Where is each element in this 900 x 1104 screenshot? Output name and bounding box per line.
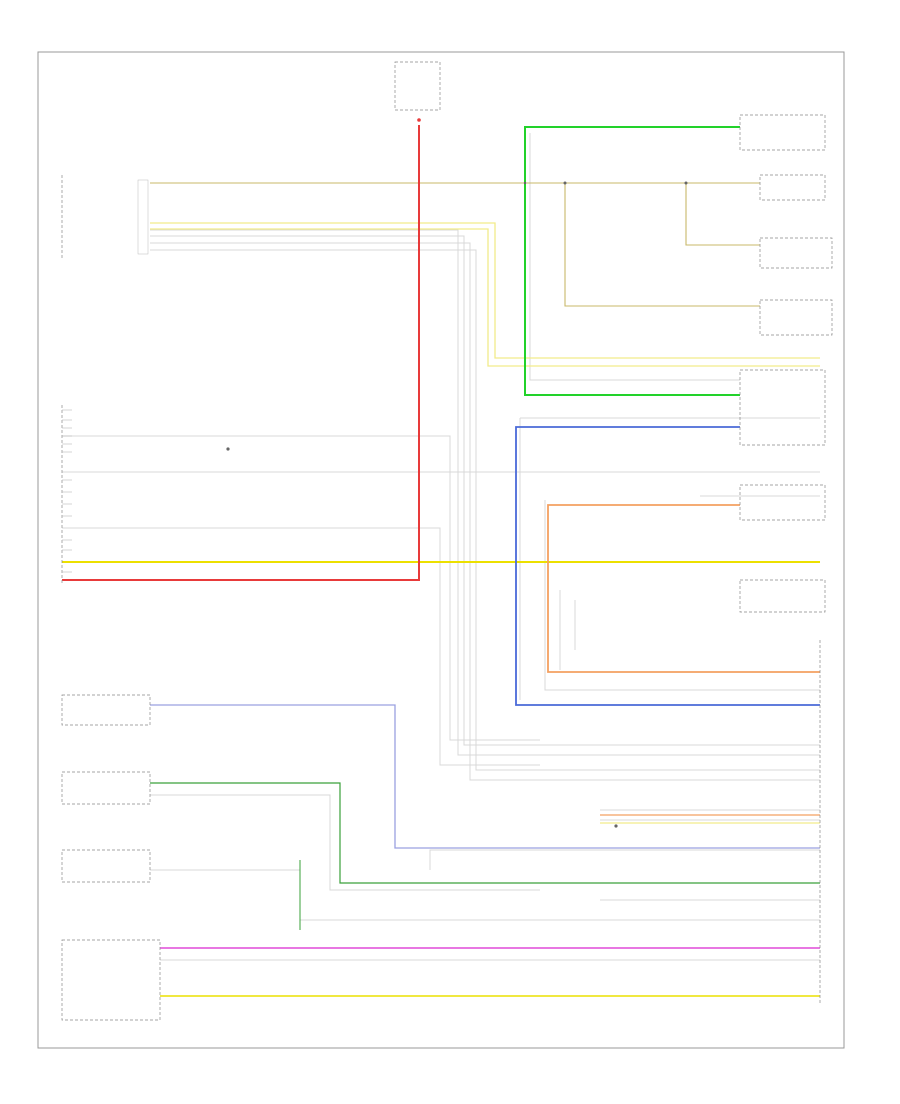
pin-ticks [62, 409, 72, 573]
right-module-1 [739, 114, 826, 151]
hvac-module [61, 694, 151, 726]
cluster [61, 939, 161, 1021]
components [61, 61, 833, 1021]
right-module-3 [759, 237, 833, 269]
right-module-7 [739, 579, 826, 613]
khaki-wires [150, 182, 760, 307]
overhead-module [61, 849, 151, 883]
gray-wires [62, 133, 820, 961]
diagram-frame [37, 51, 845, 1049]
blue-wires [150, 426, 820, 849]
green-wires [150, 126, 820, 930]
power-wire [62, 125, 420, 581]
right-module-2 [759, 174, 826, 201]
fuse-block [394, 61, 441, 122]
splice-dots [226, 181, 688, 828]
right-module-4 [759, 299, 833, 336]
yellow-wires [62, 222, 820, 997]
body-control-module [61, 175, 149, 258]
orange-wires [547, 504, 820, 816]
right-module-6 [739, 484, 826, 521]
heater-control [61, 771, 151, 805]
right-module-5 [739, 369, 826, 446]
